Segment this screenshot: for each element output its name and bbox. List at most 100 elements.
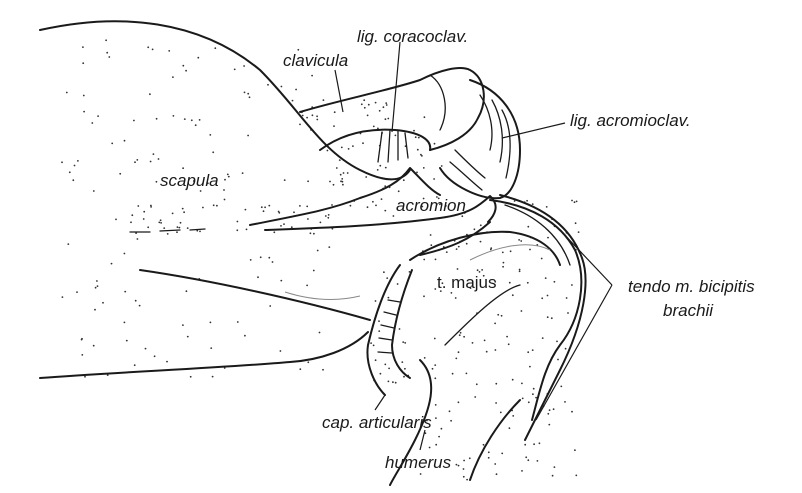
stipple-dot <box>378 330 380 332</box>
stipple-dot <box>343 172 345 174</box>
stipple-dot <box>261 206 263 208</box>
stipple-dot <box>283 223 285 225</box>
stipple-dot <box>415 136 417 138</box>
stipple-dot <box>212 376 214 378</box>
stipple-dot <box>95 287 97 289</box>
stipple-dot <box>280 280 282 282</box>
stipple-dot <box>378 320 380 322</box>
stipple-dot <box>508 343 510 345</box>
stipple-dot <box>341 178 343 180</box>
stipple-dot <box>488 457 490 459</box>
stipple-dot <box>395 382 397 384</box>
stipple-dot <box>234 69 236 71</box>
stipple-dot <box>433 178 435 180</box>
stipple-dot <box>139 305 141 307</box>
stipple-dot <box>571 411 573 413</box>
stipple-dot <box>82 46 84 48</box>
stipple-dot <box>434 364 436 366</box>
stipple-dot <box>323 99 325 101</box>
stipple-dot <box>341 147 343 149</box>
stipple-dot <box>469 457 471 459</box>
stipple-dot <box>284 179 286 181</box>
stipple-dot <box>352 145 354 147</box>
stipple-dot <box>576 201 578 203</box>
stipple-dot <box>228 176 230 178</box>
stipple-dot <box>83 111 85 113</box>
clavicula-end-curve <box>430 75 445 130</box>
stipple-dot <box>385 118 387 120</box>
stipple-dot <box>553 408 555 410</box>
stipple-dot <box>484 340 486 342</box>
stipple-dot <box>299 124 301 126</box>
stipple-dot <box>172 213 174 215</box>
stipple-dot <box>212 151 214 153</box>
stipple-dot <box>373 345 375 347</box>
stipple-dot <box>506 336 508 338</box>
stipple-dot <box>529 366 531 368</box>
stipple-dot <box>483 444 485 446</box>
stipple-dot <box>434 288 436 290</box>
stipple-dot <box>311 75 313 77</box>
stipple-dot <box>124 140 126 142</box>
stipple-dot <box>463 468 465 470</box>
stipple-dot <box>452 373 454 375</box>
humerus-inner-line <box>470 245 550 260</box>
stipple-dot <box>182 208 184 210</box>
stipple-dot <box>578 231 580 233</box>
stipple-dot <box>495 383 497 385</box>
stipple-dot <box>509 282 511 284</box>
stipple-dot <box>565 348 567 350</box>
stipple-dot <box>158 158 160 160</box>
stipple-dot <box>186 290 188 292</box>
stipple-dot <box>575 222 577 224</box>
stipple-dot <box>503 262 505 264</box>
stipple-dot <box>458 465 460 467</box>
stipple-dot <box>340 180 342 182</box>
stipple-dot <box>152 49 154 51</box>
stipple-dot <box>257 276 259 278</box>
stipple-dot <box>111 143 113 145</box>
stipple-dot <box>182 167 184 169</box>
stipple-dot <box>502 266 504 268</box>
stipple-dot <box>237 321 239 323</box>
stipple-dot <box>466 373 468 375</box>
stipple-dot <box>527 282 529 284</box>
stipple-dot <box>187 336 189 338</box>
humerus-shaft-right <box>470 400 520 480</box>
clavicula-lower-edge <box>320 130 430 150</box>
stipple-dot <box>429 447 431 449</box>
stipple-dot <box>247 93 249 95</box>
stipple-dot <box>328 246 330 248</box>
stipple-dot <box>273 231 275 233</box>
stipple-dot <box>417 149 419 151</box>
stipple-dot <box>133 120 135 122</box>
stipple-dot <box>150 206 152 208</box>
stipple-dot <box>364 107 366 109</box>
stipple-dot <box>547 413 549 415</box>
stipple-dot <box>401 361 403 363</box>
stipple-dot <box>556 341 558 343</box>
stipple-dot <box>421 155 423 157</box>
stipple-dot <box>528 401 530 403</box>
stipple-dot <box>134 161 136 163</box>
stipple-dot <box>502 252 504 254</box>
stipple-dot <box>370 342 372 344</box>
stipple-dot <box>574 201 576 203</box>
stipple-dot <box>124 291 126 293</box>
stipple-dot <box>527 459 529 461</box>
stipple-dot <box>375 300 377 302</box>
stipple-dot <box>532 393 534 395</box>
stipple-dot <box>459 334 461 336</box>
stipple-dot <box>293 211 295 213</box>
stipple-dot <box>554 281 556 283</box>
label-cap-articularis: cap. articularis <box>322 413 432 432</box>
stipple-dot <box>474 228 476 230</box>
stipple-dot <box>199 119 201 121</box>
stipple-dot <box>402 341 404 343</box>
lig-acromioclav-outline <box>440 80 520 198</box>
stipple-dot <box>494 463 496 465</box>
stipple-dot <box>441 165 443 167</box>
stipple-dot <box>463 476 465 478</box>
stipple-dot <box>295 89 297 91</box>
